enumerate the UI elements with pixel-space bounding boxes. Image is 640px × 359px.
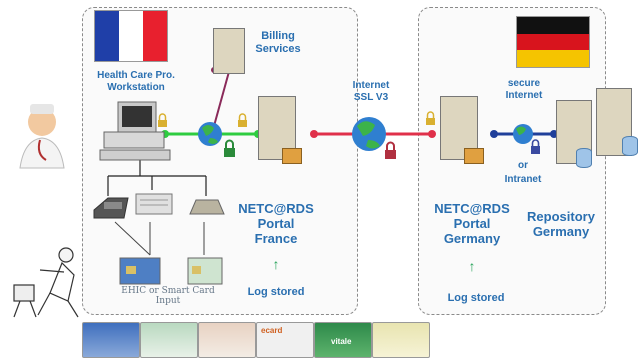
input-arrows — [114, 221, 205, 256]
lock-icon — [158, 113, 167, 127]
globe-icon — [198, 122, 222, 146]
smart-card-icon — [187, 257, 223, 285]
globe-icon — [513, 124, 533, 144]
billing-link — [213, 67, 231, 127]
lock-icon — [385, 141, 396, 159]
workstation-label: Health Care Pro. Workstation — [97, 70, 175, 93]
server-icon — [213, 28, 245, 74]
health-card-3 — [198, 322, 256, 358]
log-arrow-france: ↑ — [272, 256, 280, 272]
card-reader-icon — [189, 199, 225, 215]
traveler-icon — [13, 247, 79, 318]
card-reader-icon — [93, 197, 129, 219]
log-france-label: Log stored — [247, 286, 305, 298]
ehic-card-icon — [119, 257, 161, 285]
health-card-vitale: vitale — [314, 322, 372, 358]
lock-icon — [224, 139, 235, 157]
secure-internet-label: secure Internet — [505, 78, 543, 101]
log-arrow-germany: ↑ — [468, 258, 476, 274]
portal-germany-label: NETC@RDS Portal Germany — [434, 201, 510, 246]
intranet-label: Intranet — [504, 174, 542, 185]
globe-icon — [352, 117, 386, 151]
billing-label: Billing Services — [255, 30, 301, 55]
database-icon — [622, 136, 638, 156]
health-card-1 — [82, 322, 140, 358]
lock-icon — [426, 111, 435, 125]
lock-icon — [531, 139, 540, 154]
ehic-input-label: EHIC or Smart Card Input — [121, 286, 215, 307]
doctor-icon — [19, 104, 65, 169]
internet-label: Internet SSL V3 — [352, 80, 390, 103]
envelope-icon — [282, 148, 302, 164]
health-card-6 — [372, 322, 430, 358]
france-flag-icon — [94, 10, 168, 62]
database-icon — [576, 148, 592, 168]
keyboard-icon — [135, 193, 173, 215]
lock-icon — [238, 113, 247, 127]
health-card-2 — [140, 322, 198, 358]
portal-france-label: NETC@RDS Portal France — [238, 201, 314, 246]
envelope-icon — [464, 148, 484, 164]
repository-label: Repository Germany — [527, 209, 595, 239]
or-label: or — [518, 160, 528, 171]
germany-flag-icon — [516, 16, 590, 68]
log-germany-label: Log stored — [447, 292, 505, 304]
health-card-ecard: ecard — [256, 322, 314, 358]
device-tree-lines — [107, 160, 207, 196]
workstation-icon — [99, 101, 171, 161]
